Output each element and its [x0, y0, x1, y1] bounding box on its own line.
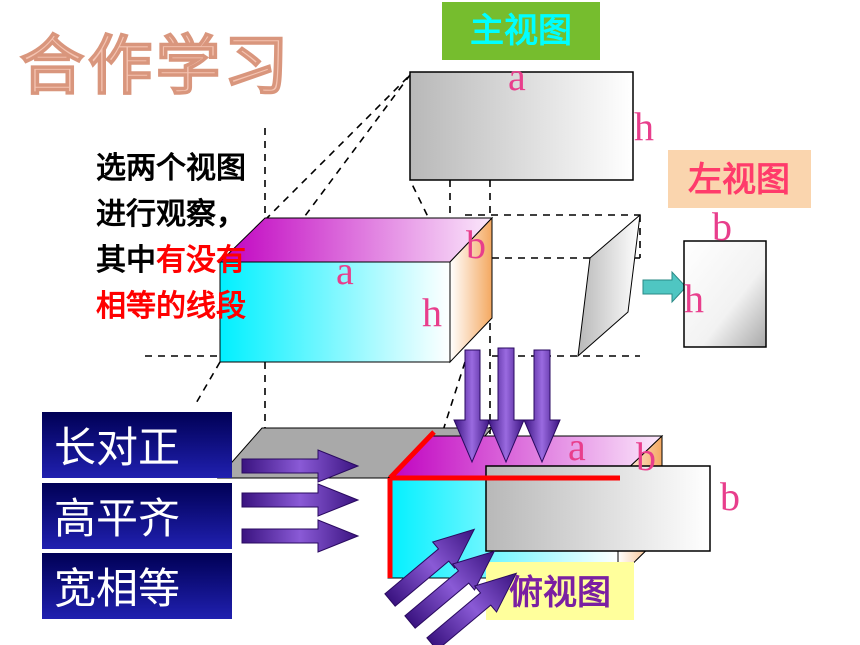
rule-box-2: [42, 483, 232, 549]
cuboid-top-face: [218, 217, 494, 263]
note-line-3-red: 有没有: [156, 243, 246, 278]
down-arrows: [453, 347, 561, 464]
dim-b-top-hidden: b: [636, 434, 656, 479]
cuboid: [218, 216, 494, 364]
right-arrow-2: [241, 483, 360, 517]
page-title: 合作学习: [20, 30, 292, 104]
down-arrow-1: [453, 349, 491, 464]
left-view-rect: [683, 240, 767, 348]
right-arrow-1: [241, 449, 360, 483]
front-view-rect: [409, 71, 634, 181]
dimension-labels: a h b h b a h a b b: [336, 54, 740, 519]
rule-text-1: 长对正: [54, 423, 180, 472]
red-highlight-lines: [387, 430, 620, 578]
note-line-2: 进行观察，: [96, 197, 246, 232]
rule-box-3: [42, 553, 232, 619]
diagonal-arrows: [384, 528, 518, 645]
rule-text-2: 高平齐: [54, 494, 180, 543]
dim-b-cuboid: b: [466, 222, 486, 267]
dim-h-cuboid: h: [422, 290, 442, 335]
dim-a-top: a: [568, 424, 586, 469]
rules: 长对正 高平齐 宽相等: [42, 412, 232, 619]
rule-text-3: 宽相等: [54, 564, 180, 613]
top-view-label-bg: [486, 562, 634, 620]
left-view-label-bg: [668, 150, 811, 208]
top-view-label: 俯视图: [509, 573, 611, 613]
dim-b-top: b: [720, 474, 740, 519]
right-arrows: [241, 449, 360, 553]
dim-h-front: h: [634, 104, 654, 149]
dim-h-left: h: [684, 276, 704, 321]
front-view-label: 主视图: [470, 11, 572, 51]
front-view-label-bg: [442, 2, 600, 60]
right-arrow-3: [241, 519, 360, 553]
question-note: 选两个视图 进行观察， 其中有没有 相等的线段: [96, 151, 246, 324]
diag-arrow-3: [426, 572, 518, 645]
diag-arrow-1: [384, 528, 476, 607]
rule-box-1: [42, 412, 232, 478]
left-projection-plane: [577, 213, 641, 358]
note-line-1: 选两个视图: [96, 151, 246, 186]
dim-b-left: b: [712, 204, 732, 249]
dim-a-front: a: [508, 54, 526, 99]
small-arrow: [642, 270, 687, 304]
diag-arrow-2: [404, 550, 496, 629]
down-arrow-3: [523, 349, 561, 464]
left-view-label: 左视图: [688, 160, 790, 200]
down-arrow-2: [487, 347, 525, 464]
cuboid-front-face: [219, 261, 451, 363]
note-line-3: 其中有没有: [96, 243, 246, 278]
note-line-4: 相等的线段: [96, 289, 246, 324]
dim-a-cuboid: a: [336, 248, 354, 293]
note-line-3-black: 其中: [96, 243, 156, 278]
